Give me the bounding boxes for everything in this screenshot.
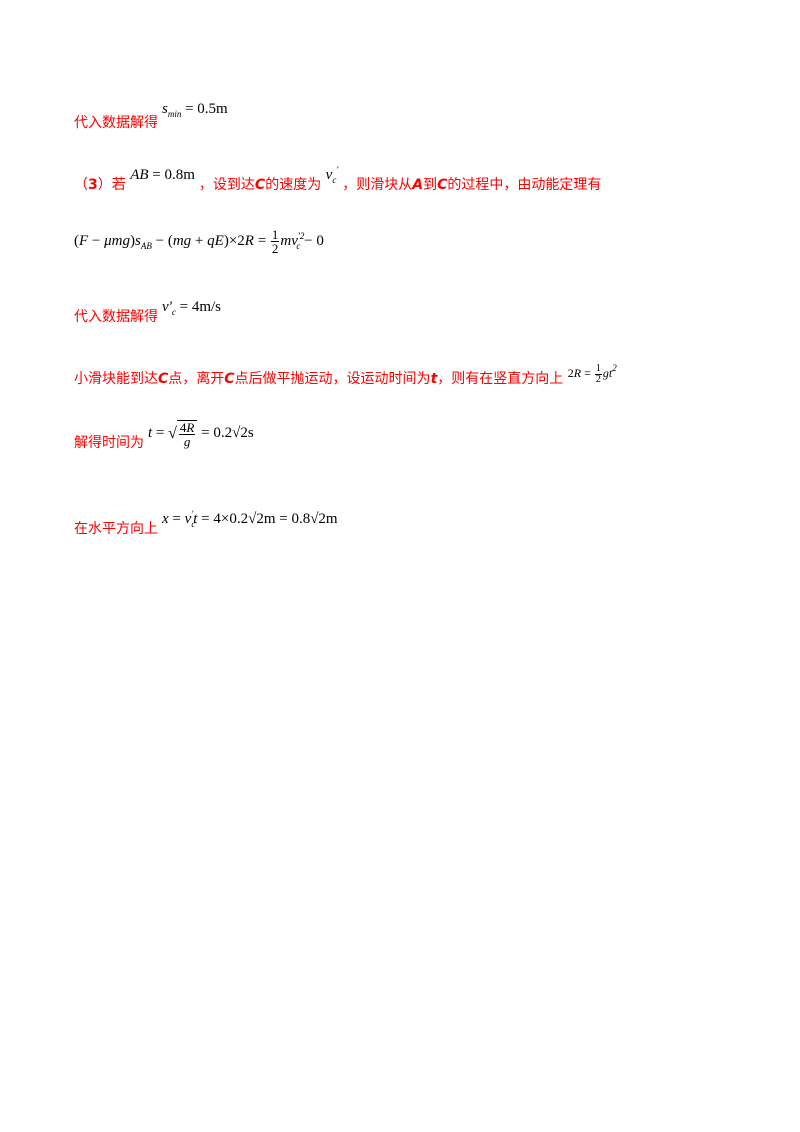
eq-horizontal: x = vc't = 4×0.2√2m = 0.8√2m: [162, 509, 338, 529]
text-solve: 代入数据解得: [74, 115, 158, 131]
eq-ab: AB = 0.8m: [130, 167, 195, 183]
eq-vc: vc': [325, 165, 339, 185]
eq-smin: smin = 0.5m: [162, 101, 228, 119]
line-solve-smin: 代入数据解得 smin = 0.5m: [74, 98, 228, 131]
eq-vc-value: v'c = 4m/s: [162, 299, 222, 317]
line-solve-vc: 代入数据解得 v'c = 4m/s: [74, 299, 222, 325]
line-horizontal: 在水平方向上 x = vc't = 4×0.2√2m = 0.8√2m: [74, 509, 338, 537]
line-projectile: 小滑块能到达C点，离开C点后做平抛运动，设运动时间为t，则有在竖直方向上 2R …: [74, 362, 617, 387]
line-part3: （3）若 AB = 0.8m ，设到达C的速度为 vc' ，则滑块从A到C的过程…: [74, 165, 602, 193]
